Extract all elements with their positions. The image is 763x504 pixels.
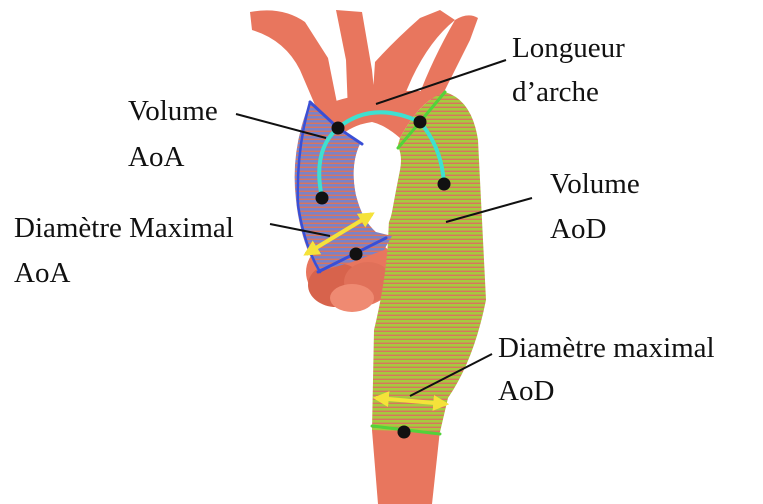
label-aod-volume-line2: AoD bbox=[550, 213, 606, 245]
label-aoa-volume-line2: AoA bbox=[128, 141, 184, 173]
marker-arch-proximal bbox=[332, 122, 345, 135]
marker-descending bbox=[438, 178, 451, 191]
marker-distal-descending bbox=[398, 426, 411, 439]
marker-arch-distal bbox=[414, 116, 427, 129]
lower-descending-aorta bbox=[372, 430, 440, 504]
marker-ascending bbox=[316, 192, 329, 205]
label-aoa-diameter-line1: Diamètre Maximal bbox=[14, 212, 234, 244]
label-aoa-diameter-line2: AoA bbox=[14, 257, 70, 289]
label-aod-volume-line1: Volume bbox=[550, 168, 640, 200]
marker-root bbox=[350, 248, 363, 261]
label-arch-length-line2: d’arche bbox=[512, 76, 599, 108]
label-aod-diameter-line1: Diamètre maximal bbox=[498, 332, 715, 364]
label-arch-length-line1: Longueur bbox=[512, 32, 625, 64]
label-aoa-volume-line1: Volume bbox=[128, 95, 218, 127]
label-aod-diameter-line2: AoD bbox=[498, 375, 554, 407]
